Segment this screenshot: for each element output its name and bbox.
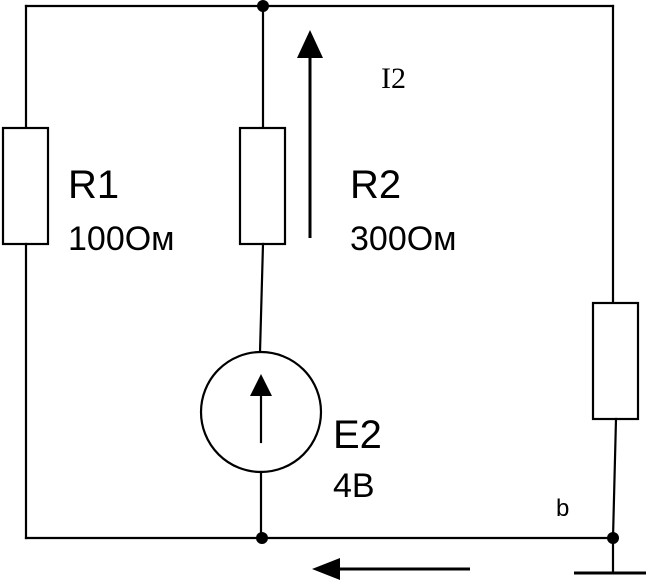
wire-middle-mid	[258, 242, 265, 354]
wire-right-lower	[611, 417, 618, 540]
resistor-r1	[1, 126, 50, 246]
label-e2-name: E2	[333, 413, 382, 457]
label-r2-name: R2	[350, 163, 401, 207]
label-e2-value: 4В	[333, 467, 375, 505]
bottom-current-arrow-head-icon	[312, 558, 340, 580]
label-i2: I2	[381, 62, 406, 95]
node-top-middle	[257, 0, 269, 12]
current-i2-arrow-head-icon	[297, 30, 323, 58]
resistor-r2	[238, 126, 287, 246]
label-node-b: b	[556, 495, 569, 522]
label-r1-name: R1	[68, 163, 119, 207]
e2-arrow-head-icon	[250, 374, 272, 396]
node-b	[607, 532, 619, 544]
label-r2-value: 300Ом	[350, 220, 457, 258]
node-bottom-middle	[256, 532, 268, 544]
label-r1-value: 100Ом	[68, 220, 175, 258]
resistor-right	[591, 301, 640, 421]
